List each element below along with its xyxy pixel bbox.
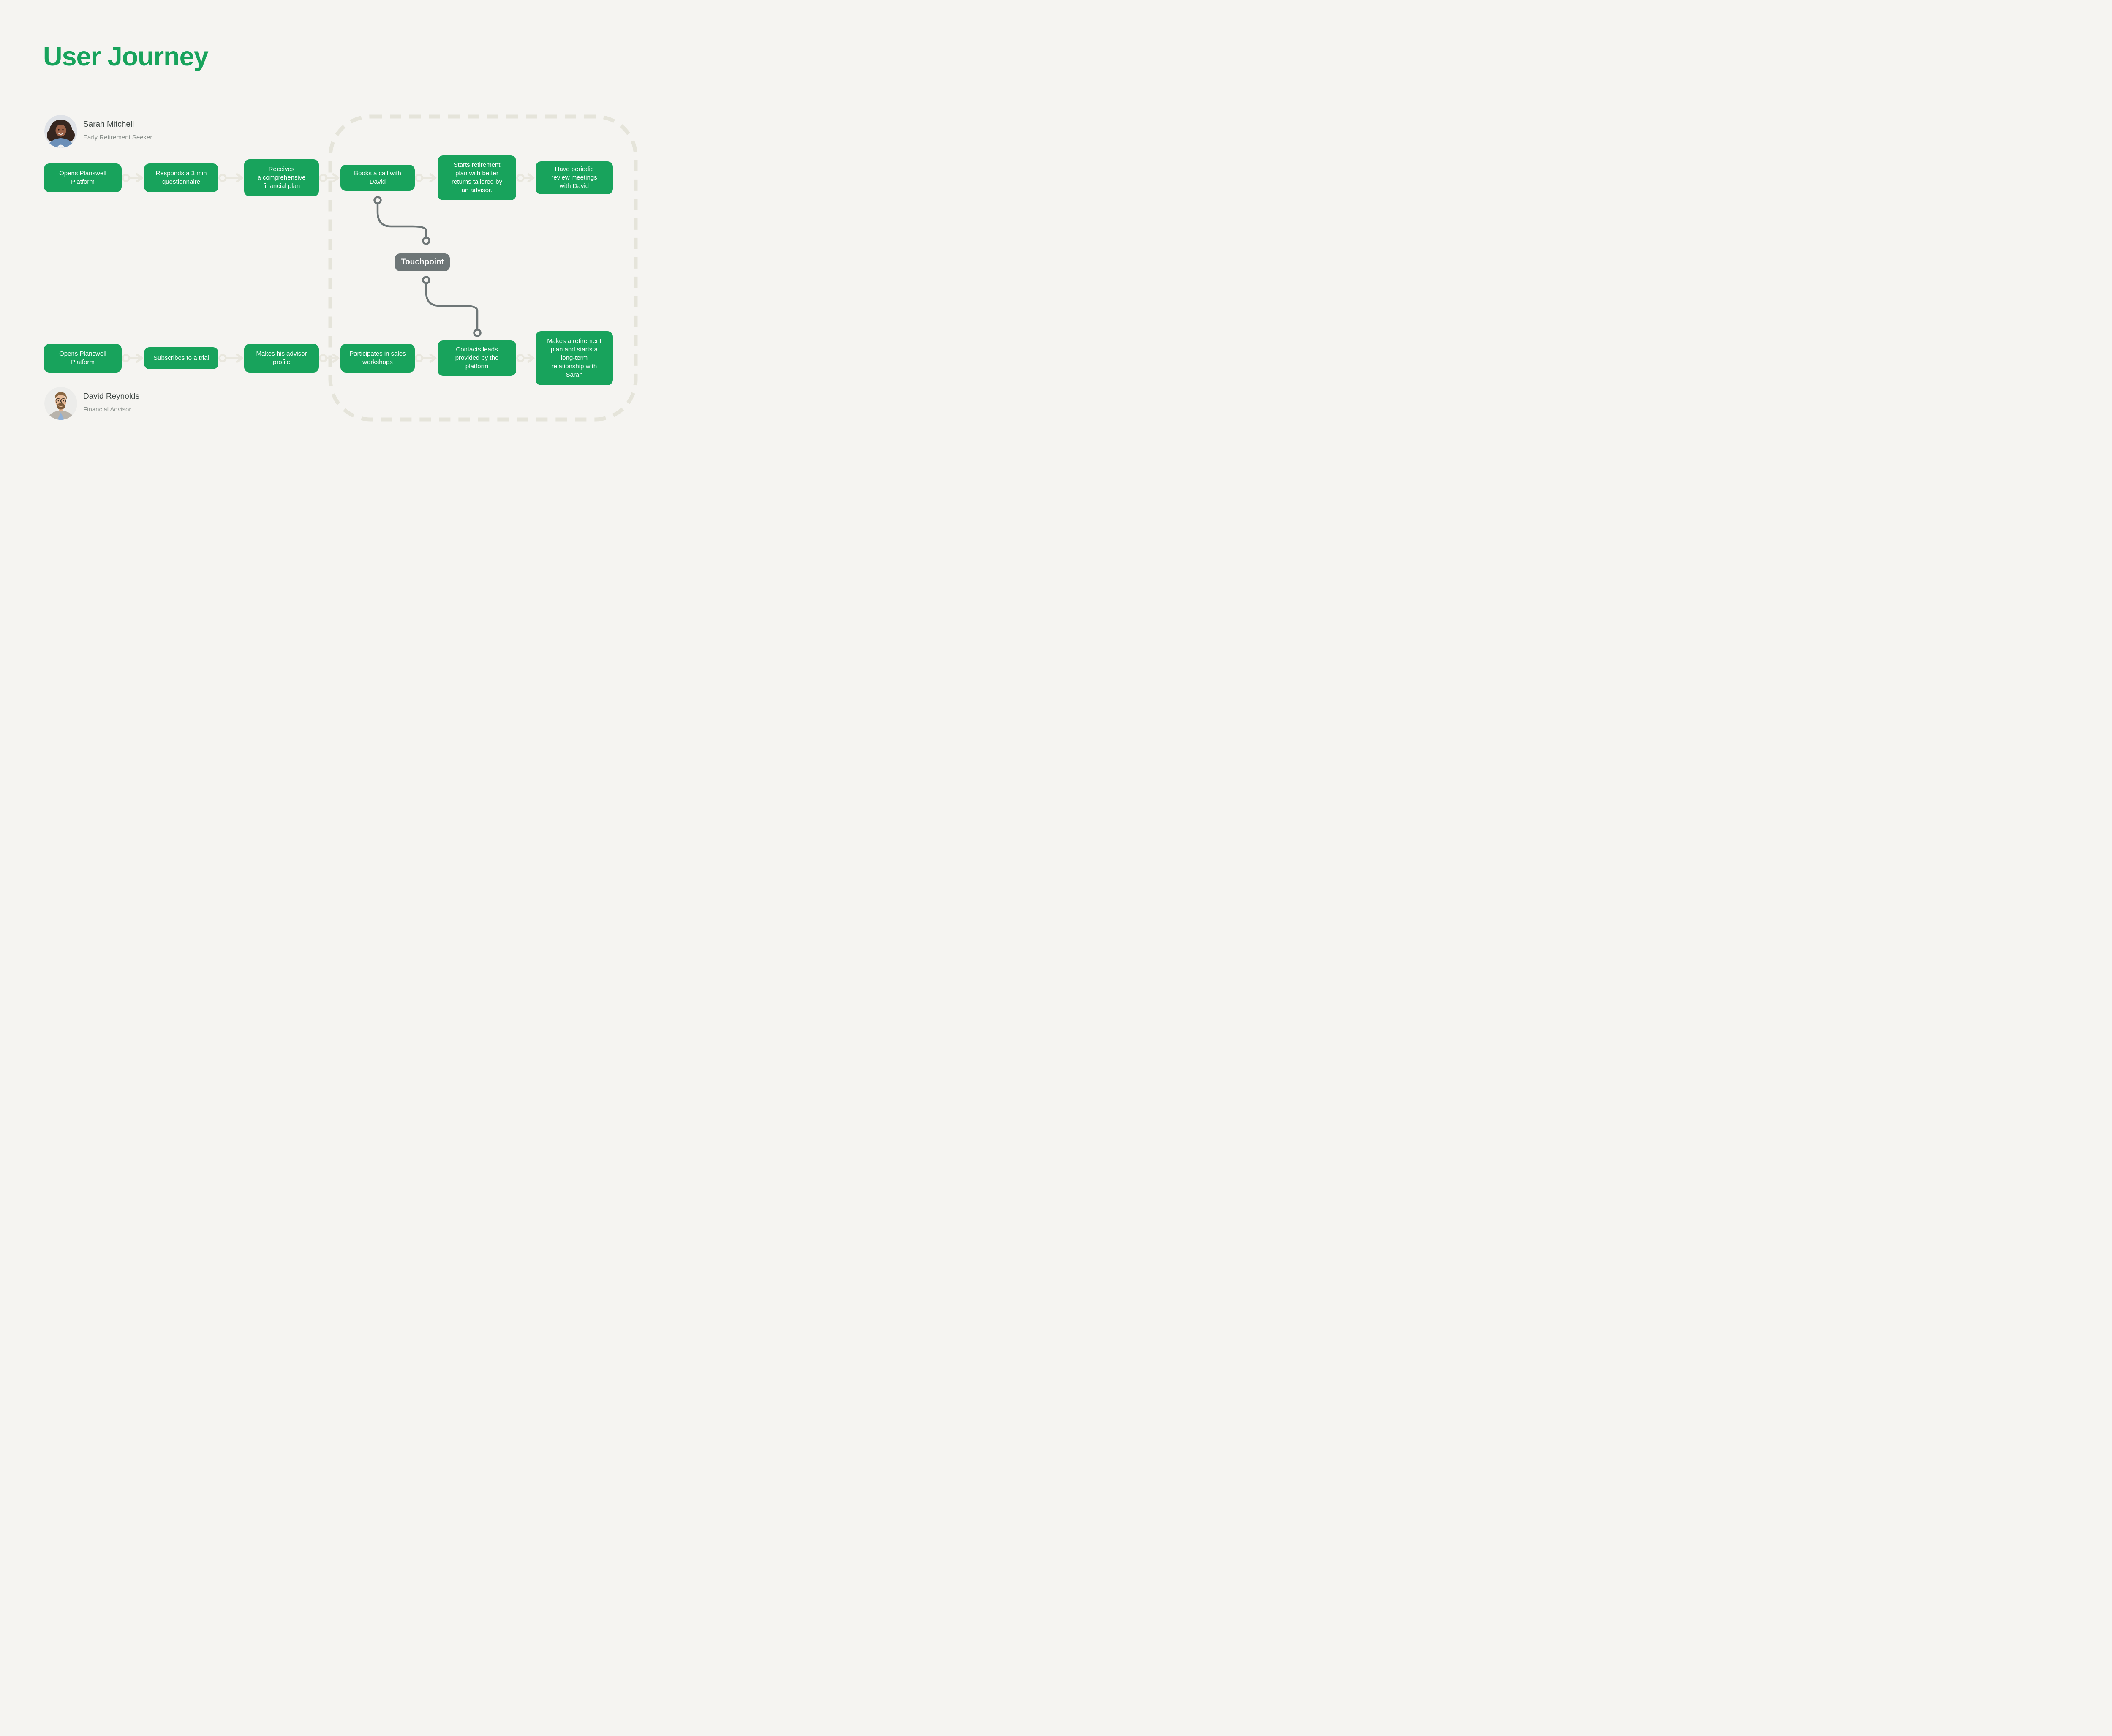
step-sarah-1: Opens Planswell Platform bbox=[44, 163, 122, 192]
step-sarah-5: Starts retirement plan with better retur… bbox=[438, 155, 516, 200]
persona-david-role: Financial Advisor bbox=[83, 406, 131, 413]
arrow-connector bbox=[218, 354, 243, 363]
step-sarah-6: Have periodic review meetings with David bbox=[536, 161, 613, 194]
touchpoint-badge: Touchpoint bbox=[395, 253, 450, 271]
connector-node bbox=[473, 329, 482, 337]
persona-david-name: David Reynolds bbox=[83, 392, 140, 401]
step-sarah-2: Responds a 3 min questionnaire bbox=[144, 163, 218, 192]
arrow-connector bbox=[516, 354, 535, 363]
persona-sarah-role: Early Retirement Seeker bbox=[83, 134, 152, 141]
user-journey-canvas: User Journey Sarah Mitchell Early Retire… bbox=[0, 0, 652, 465]
flow-overlay bbox=[122, 114, 638, 422]
arrow-connector bbox=[415, 173, 437, 182]
connector-node bbox=[422, 237, 430, 245]
step-david-5: Contacts leads provided by the platform bbox=[438, 340, 516, 376]
sarah-illustration bbox=[44, 115, 77, 148]
step-david-2: Subscribes to a trial bbox=[144, 347, 218, 369]
step-sarah-4: Books a call with David bbox=[340, 165, 415, 191]
arrow-connector bbox=[415, 354, 437, 363]
arrow-connector bbox=[218, 173, 243, 182]
step-david-4: Participates in sales workshops bbox=[340, 344, 415, 373]
david-illustration bbox=[44, 387, 77, 420]
arrow-connector bbox=[319, 354, 340, 363]
arrow-connector bbox=[122, 354, 143, 363]
arrow-connector bbox=[516, 173, 535, 182]
touchpoint-connector-top bbox=[373, 196, 430, 245]
journey-boundary-dashed bbox=[328, 114, 638, 422]
arrow-connector bbox=[122, 173, 143, 182]
step-david-6: Makes a retirement plan and starts a lon… bbox=[536, 331, 613, 385]
arrow-connectors-top-row bbox=[122, 173, 535, 182]
step-david-1: Opens Planswell Platform bbox=[44, 344, 122, 373]
arrow-connectors-bottom-row bbox=[122, 354, 535, 363]
page-title: User Journey bbox=[43, 42, 209, 71]
avatar-david-photo bbox=[44, 387, 77, 420]
step-david-3: Makes his advisor profile bbox=[244, 344, 319, 373]
step-sarah-3: Receives a comprehensive financial plan bbox=[244, 159, 319, 196]
arrow-connector bbox=[319, 173, 340, 182]
avatar-sarah-photo bbox=[44, 115, 77, 148]
persona-sarah-name: Sarah Mitchell bbox=[83, 120, 134, 129]
touchpoint-connector-bottom bbox=[422, 276, 482, 337]
